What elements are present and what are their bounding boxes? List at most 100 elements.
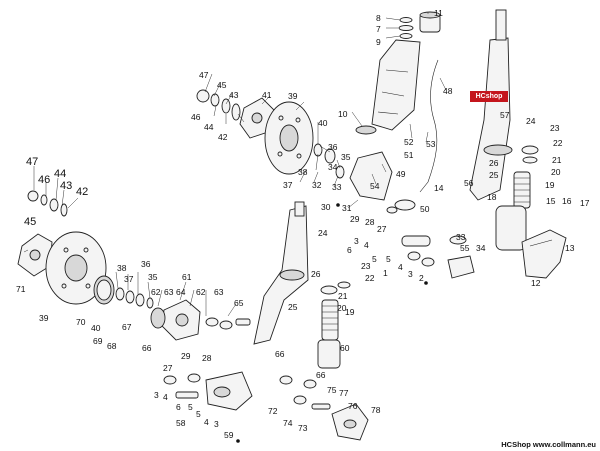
- callout-label: 50: [420, 204, 430, 214]
- callout-label: 61: [182, 272, 192, 282]
- callout-label: 78: [371, 405, 381, 415]
- callout-label: 11: [434, 8, 443, 18]
- callout-label: 8: [376, 13, 381, 23]
- callout-label: 53: [426, 139, 436, 149]
- callout-label: 52: [404, 137, 414, 147]
- callout-label: 37: [124, 274, 134, 284]
- callout-label: 14: [434, 183, 444, 193]
- callout-label: 47: [26, 156, 38, 168]
- callout-label: 2: [419, 273, 424, 283]
- callout-label: 35: [341, 152, 351, 162]
- callout-label: 74: [283, 418, 293, 428]
- callout-label: 33: [332, 182, 342, 192]
- callout-label: 29: [181, 351, 191, 361]
- callout-label: 39: [39, 313, 49, 323]
- callout-label: 15: [546, 196, 556, 206]
- callout-label: 33: [456, 232, 466, 242]
- callout-label: 59: [224, 430, 234, 440]
- callout-label: 13: [565, 243, 575, 253]
- callout-label: 35: [148, 272, 158, 282]
- callout-label: 41: [262, 90, 272, 100]
- steering-column-assembly: [355, 9, 513, 201]
- callout-label: 17: [580, 198, 590, 208]
- callout-label: 28: [202, 353, 212, 363]
- callout-label: 4: [364, 240, 369, 250]
- callout-label: 10: [338, 109, 348, 119]
- callout-label: 54: [370, 181, 380, 191]
- callout-label: 22: [553, 138, 563, 148]
- callout-label: 66: [316, 370, 326, 380]
- callout-label: 24: [526, 116, 536, 126]
- callout-label: 63: [214, 287, 224, 297]
- lower-link-assembly: [293, 395, 369, 441]
- callout-label: 76: [348, 401, 358, 411]
- callout-label: 25: [489, 170, 499, 180]
- callout-label: 72: [268, 406, 278, 416]
- callout-label: 43: [60, 180, 72, 192]
- callout-label: 26: [489, 158, 499, 168]
- callout-label: 24: [318, 228, 328, 238]
- fork-shock-assembly-center: [163, 201, 351, 411]
- callout-label: 73: [298, 423, 308, 433]
- callout-label: 65: [234, 298, 244, 308]
- callout-label: 38: [117, 263, 127, 273]
- callout-label: 3: [354, 236, 359, 246]
- callout-label: 5: [386, 254, 391, 264]
- leader-lines: [23, 12, 447, 317]
- callout-label: 55: [460, 243, 470, 253]
- callout-label: 20: [551, 167, 561, 177]
- callout-label: 9: [376, 37, 381, 47]
- callout-label: 19: [345, 307, 355, 317]
- callout-label: 66: [142, 343, 152, 353]
- callout-label: 22: [365, 273, 375, 283]
- callout-label: 12: [531, 278, 541, 288]
- callout-label: 69: [93, 336, 103, 346]
- callout-label: 40: [318, 118, 328, 128]
- callout-label: 40: [91, 323, 101, 333]
- callout-label: 20: [337, 303, 347, 313]
- callout-label: 16: [562, 196, 572, 206]
- callout-label: 30: [321, 202, 331, 212]
- callout-label: 71: [16, 284, 26, 294]
- callout-label: 34: [328, 162, 338, 172]
- callout-label: 68: [107, 341, 117, 351]
- callout-label: 66: [275, 349, 285, 359]
- callout-label: 42: [218, 132, 228, 142]
- callout-label: 21: [338, 291, 348, 301]
- callout-label: 18: [487, 192, 497, 202]
- callout-label: 49: [396, 169, 406, 179]
- callout-label: 1: [383, 268, 388, 278]
- callout-label: 70: [76, 317, 86, 327]
- callout-label: 6: [347, 245, 352, 255]
- front-hub-brake-assembly-upper: [196, 89, 416, 214]
- callout-label: 3: [408, 269, 413, 279]
- callout-label: 48: [443, 86, 453, 96]
- callout-label: 7: [376, 24, 381, 34]
- callout-label: 25: [288, 302, 298, 312]
- callout-label: 4: [398, 262, 403, 272]
- callout-label: 3: [214, 419, 219, 429]
- footer-credit: HCShop www.collmann.eu: [501, 440, 596, 449]
- callout-label: 26: [311, 269, 321, 279]
- callout-label: 42: [76, 186, 88, 198]
- callout-label: 56: [464, 178, 474, 188]
- callout-label: 67: [122, 322, 132, 332]
- callout-label: 39: [288, 91, 298, 101]
- callout-label: 46: [191, 112, 201, 122]
- callout-label: 43: [229, 90, 239, 100]
- callout-label: 44: [54, 168, 66, 180]
- callout-label: 27: [377, 224, 387, 234]
- callout-label: 28: [365, 217, 375, 227]
- reference-dots: [236, 203, 428, 443]
- callout-label: 21: [552, 155, 562, 165]
- callout-label: 44: [204, 122, 214, 132]
- front-hub-brake-assembly-left: [17, 190, 251, 341]
- callout-labels: 8 7 9 11 48 10 52 53 51 47 45 43 46 44 4…: [16, 8, 590, 440]
- callout-label: 47: [199, 70, 209, 80]
- callout-label: 62: [196, 287, 206, 297]
- callout-label: 36: [328, 142, 338, 152]
- callout-label: 60: [340, 343, 350, 353]
- callout-label: 29: [350, 214, 360, 224]
- callout-label: 37: [283, 180, 293, 190]
- callout-label: 63: [164, 287, 174, 297]
